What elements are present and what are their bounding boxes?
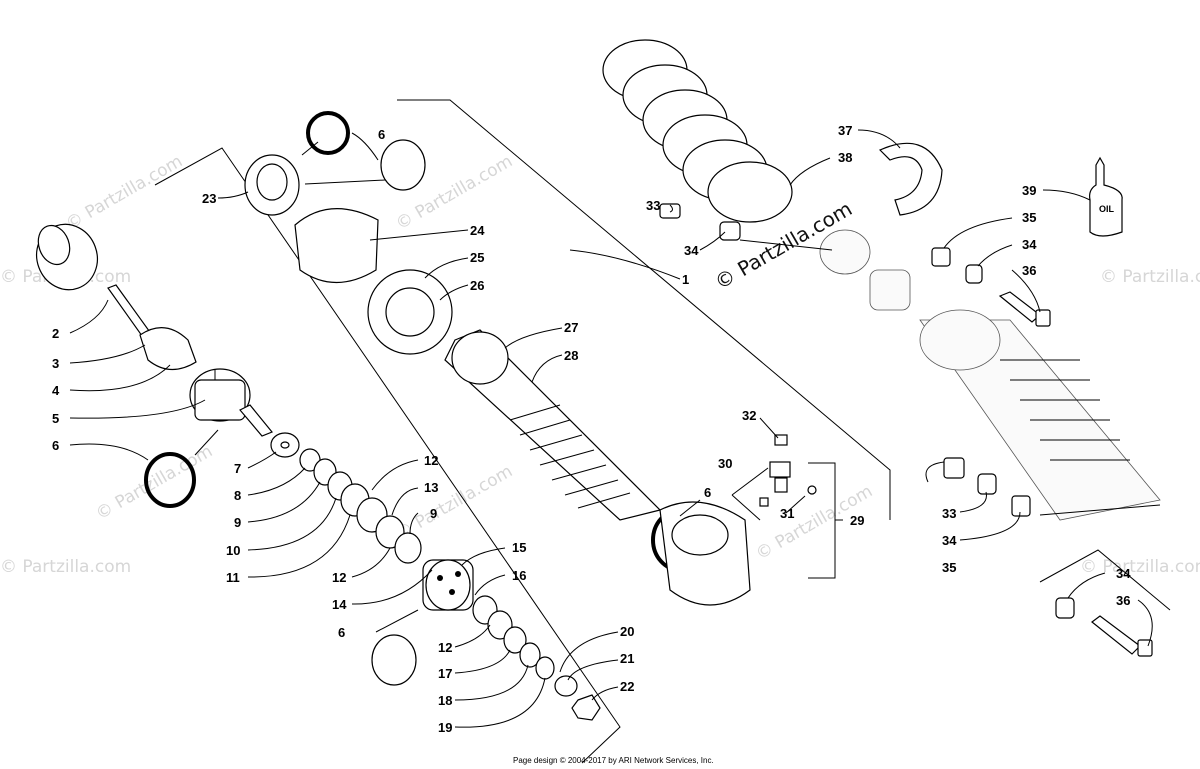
callout-label: 6 [704,485,711,500]
callout-labels: 2 3 4 5 6 7 8 9 10 11 12 13 9 12 14 6 15… [52,123,1131,735]
callout-label: 36 [1116,593,1130,608]
callout-label: 21 [620,651,634,666]
callout-label: 19 [438,720,452,735]
callout-label: 12 [332,570,346,585]
watermark-text: © Partzilla.com [0,557,131,577]
callout-label: 17 [438,666,452,681]
callout-label: 11 [226,570,240,585]
callout-label: 32 [742,408,756,423]
callout-label: 9 [234,515,241,530]
callout-label: 3 [52,356,59,371]
callout-label: 25 [470,250,484,265]
callout-label: 26 [470,278,484,293]
callout-label: 20 [620,624,634,639]
callout-label: 24 [470,223,485,238]
callout-label: 34 [1022,237,1037,252]
callout-label: 12 [424,453,438,468]
callout-label: 16 [512,568,526,583]
callout-label: 13 [424,480,438,495]
callout-label: 27 [564,320,578,335]
callout-label: 34 [1116,566,1131,581]
callout-label: 5 [52,411,59,426]
callout-label: 10 [226,543,240,558]
callout-label: 15 [512,540,526,555]
footer-copyright: Page design © 2004-2017 by ARI Network S… [513,756,714,765]
callout-label: 9 [430,506,437,521]
callout-label: 28 [564,348,578,363]
callout-label: 34 [684,243,699,258]
callout-label: 18 [438,693,452,708]
shim-stack [270,432,601,721]
callout-label: 6 [52,438,59,453]
callout-label: 12 [438,640,452,655]
oil-bottle-label: OIL [1099,204,1115,214]
group-outline [154,99,891,764]
callout-label: 33 [646,198,660,213]
callout-label: 30 [718,456,732,471]
watermark-text: © Partzilla.com [1080,557,1200,577]
callout-label: 35 [942,560,956,575]
callout-label: 33 [942,506,956,521]
callout-label: 23 [202,191,216,206]
piston-rod-assembly [36,223,273,437]
watermark-text: © Partzilla.com [93,441,217,524]
watermark-text: © Partzilla.com [63,151,187,234]
callout-label: 7 [234,461,241,476]
o-rings [144,111,709,686]
assembled-shock-and-spring: OIL [602,39,1171,657]
callout-label: 4 [52,383,60,398]
coil-spring [602,39,793,223]
callout-label: 1 [682,272,689,287]
watermark-text: © Partzilla.com [1100,267,1200,287]
threaded-body-lines [509,404,631,509]
callout-label: 22 [620,679,634,694]
callout-label: 8 [234,488,241,503]
assembled-body-thread-lines [1000,359,1130,461]
callout-label: 6 [378,127,385,142]
callout-label: 37 [838,123,852,138]
callout-label: 34 [942,533,957,548]
callout-label: 38 [838,150,852,165]
callout-label: 6 [338,625,345,640]
callout-label: 31 [780,506,794,521]
callout-label: 14 [332,597,347,612]
watermark-text: © Partzilla.com [393,461,517,544]
leader-lines [69,129,1153,728]
shock-body-parts [244,154,662,521]
end-cap-assembly [659,434,836,606]
callout-label: 39 [1022,183,1036,198]
callout-label: 2 [52,326,59,341]
callout-label: 29 [850,513,864,528]
callout-label: 35 [1022,210,1036,225]
callout-label: 36 [1022,263,1036,278]
